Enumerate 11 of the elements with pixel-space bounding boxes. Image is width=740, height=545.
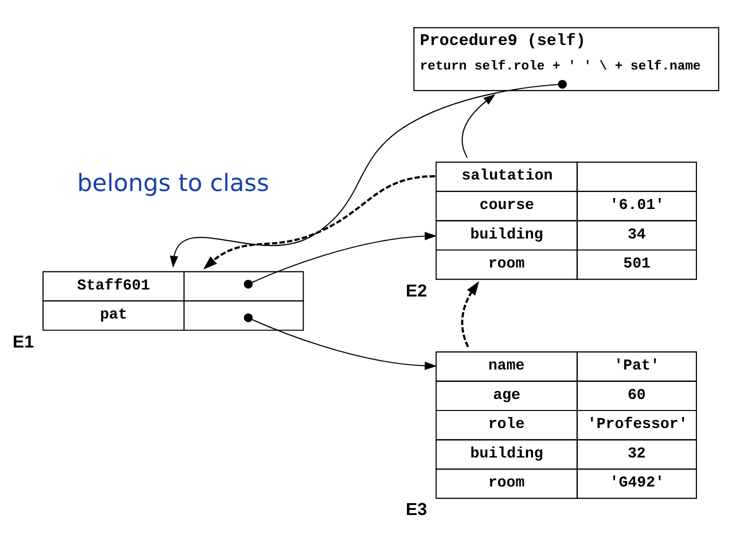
node-box: Procedure9 (self) return self.role + ' ' \ + self.name [413, 27, 720, 92]
label: belongs to class [77, 169, 270, 197]
node-label: E3 [406, 498, 428, 519]
node-label: E2 [406, 280, 428, 300]
node-label: E1 [12, 331, 34, 352]
arrow [461, 281, 480, 348]
arrow [244, 232, 437, 289]
arrow [170, 80, 567, 268]
arrow [203, 175, 436, 270]
arrow [462, 94, 496, 158]
arrow [244, 313, 437, 370]
